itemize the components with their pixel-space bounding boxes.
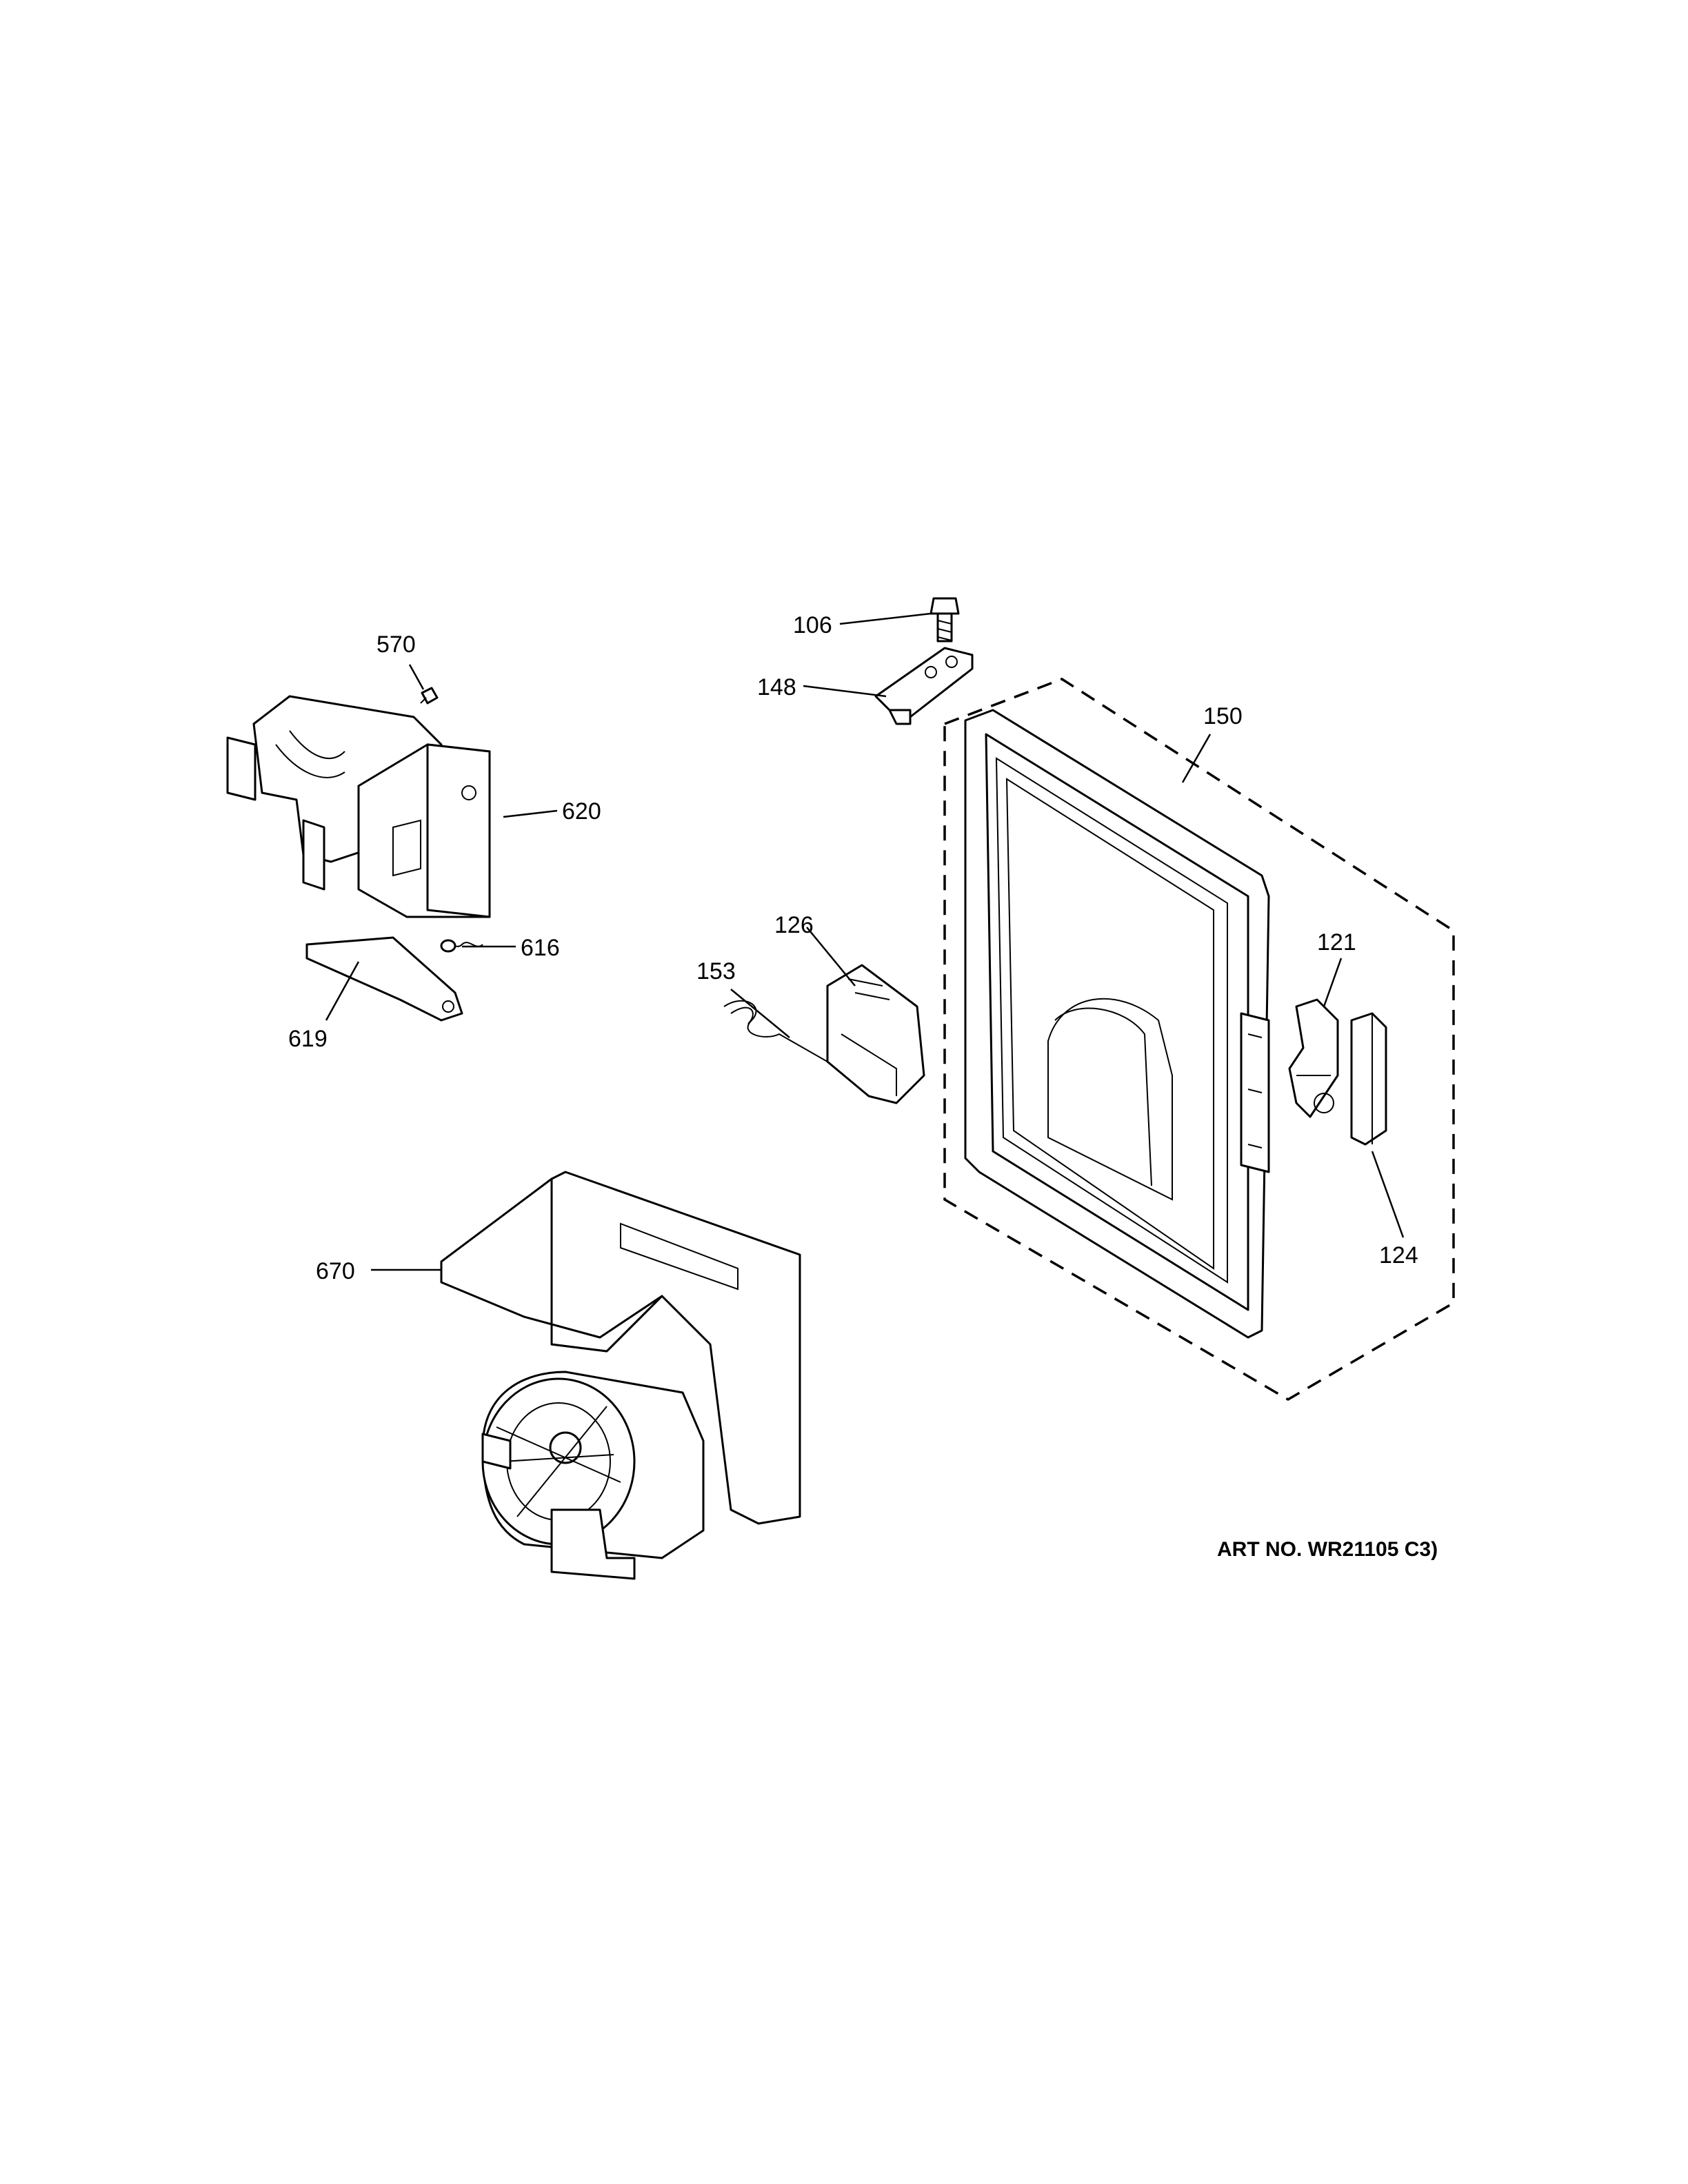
callout-616: 616 [521,935,560,961]
callout-labels: 106 148 150 570 620 616 619 126 153 121 … [288,612,1418,1284]
screw-570 [420,687,439,705]
callout-124: 124 [1379,1242,1418,1268]
rod-153 [723,1000,828,1062]
callout-148: 148 [757,674,796,700]
leader-lines [325,612,1405,1271]
callout-570: 570 [376,631,416,658]
callout-126: 126 [774,912,814,938]
callout-106: 106 [793,612,832,638]
callout-670: 670 [316,1258,355,1284]
bolt-106 [930,597,960,643]
callout-620: 620 [562,798,601,825]
arm-619 [305,936,463,1022]
door-assembly-150 [943,678,1455,1402]
callout-121: 121 [1317,929,1356,956]
callout-619: 619 [288,1026,328,1052]
hinge-121 [1288,998,1339,1118]
callout-150: 150 [1203,703,1243,729]
ice-maker-assembly [226,695,491,918]
ice-bucket-670 [440,1171,801,1580]
cover-124 [1350,1012,1387,1146]
art-number: ART NO. WR21105 C3) [1217,1538,1438,1561]
bracket-148 [874,647,974,725]
chute-housing-126 [826,964,925,1104]
callout-153: 153 [696,958,736,984]
